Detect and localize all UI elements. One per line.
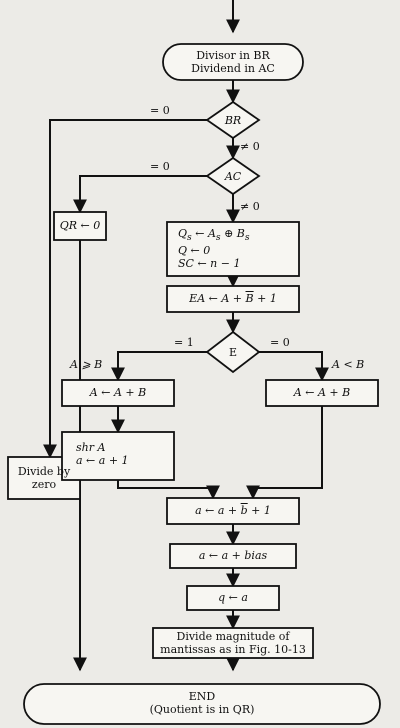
init-line2: Q ← 0 (178, 244, 211, 258)
e-decision-label: E (228, 346, 238, 359)
br-decision-label: BR (224, 114, 242, 127)
ac-decision-label: AC (224, 170, 242, 183)
divide-mag-line1: Divide magnitude of (176, 630, 290, 643)
divide-mag-label: Divide magnitude of mantissas as in Fig.… (153, 630, 313, 656)
a-ge-b-label: A ⩾ B (70, 358, 103, 371)
arrow-ac-qr (73, 175, 207, 214)
q-assign-box (186, 585, 280, 611)
exp-sub-box (166, 497, 300, 525)
arrow-e-right (259, 351, 329, 382)
exp-sub-prefix: a ← a + (195, 504, 241, 517)
start-label: Divisor in BR Dividend in AC (163, 49, 303, 75)
arrow-shift-merge (117, 480, 220, 500)
arrow-br-zero (43, 119, 207, 459)
br-decision (205, 100, 261, 140)
ac-decision (205, 156, 261, 196)
divide-zero-label: Divide by zero (8, 465, 80, 491)
init-line1-a: Q (178, 227, 188, 240)
divide-mag-line2: mantissas as in Fig. 10-13 (160, 643, 306, 656)
end-terminal (23, 683, 381, 725)
start-terminal (162, 43, 304, 81)
br-eq0-label: = 0 (150, 104, 170, 117)
a-lt-b-label: A < B (332, 358, 365, 371)
right-add-label: A ← A + B (293, 386, 351, 399)
end-label: END (Quotient is in QR) (24, 690, 380, 716)
end-line2: (Quotient is in QR) (149, 703, 255, 716)
ea-bar: B (245, 292, 254, 305)
start-line1: Divisor in BR (196, 49, 270, 62)
init-line1-sub-b: s (215, 232, 221, 244)
left-add-box (61, 379, 175, 407)
shift-box (61, 431, 175, 481)
qr-zero-label: QR ← 0 (59, 219, 101, 232)
ea-suffix: + 1 (253, 292, 277, 305)
divide-zero-line2: zero (31, 478, 57, 491)
q-assign-label: q ← a (218, 591, 248, 604)
exp-sub-label: a ← a + b + 1 (167, 504, 299, 517)
init-line1-sub-c: s (244, 232, 250, 244)
init-label: Qs ← As ⊕ Bs Q ← 0 SC ← n − 1 (178, 227, 250, 270)
arrow-right-merge (246, 406, 323, 500)
ea-box (166, 285, 300, 313)
divide-mag-box (152, 627, 314, 659)
ac-ne0-label: ≠ 0 (240, 200, 260, 213)
shift-line1: shr A (76, 441, 106, 454)
init-box (166, 221, 300, 277)
init-line1-sub-a: s (187, 232, 192, 244)
divide-zero-line1: Divide by (17, 465, 71, 478)
start-line2: Dividend in AC (191, 62, 275, 75)
init-line1-c: ⊕ B (220, 227, 245, 240)
e-eq0-label: = 0 (270, 336, 290, 349)
exp-sub-suffix: + 1 (247, 504, 271, 517)
exp-sub-bar: b (240, 504, 248, 517)
ea-label: EA ← A + B + 1 (167, 292, 299, 305)
br-ne0-label: ≠ 0 (240, 140, 260, 153)
e-eq1-label: = 1 (174, 336, 194, 349)
e-decision (205, 330, 261, 374)
ea-prefix: EA ← A + (189, 292, 246, 305)
end-line1: END (188, 690, 216, 703)
init-line1-b: ← A (191, 227, 216, 240)
ac-eq0-label: = 0 (150, 160, 170, 173)
arrow-e-left (111, 351, 207, 382)
right-add-box (265, 379, 379, 407)
init-line3: SC ← n − 1 (178, 257, 241, 271)
shift-line2: a ← a + 1 (76, 454, 129, 467)
exp-bias-box (169, 543, 297, 569)
qr-zero-box (53, 211, 107, 241)
init-line1: Qs ← As ⊕ Bs (178, 227, 250, 244)
exp-bias-label: a ← a + bias (198, 549, 268, 562)
shift-label: shr A a ← a + 1 (76, 441, 129, 467)
left-add-label: A ← A + B (89, 386, 147, 399)
